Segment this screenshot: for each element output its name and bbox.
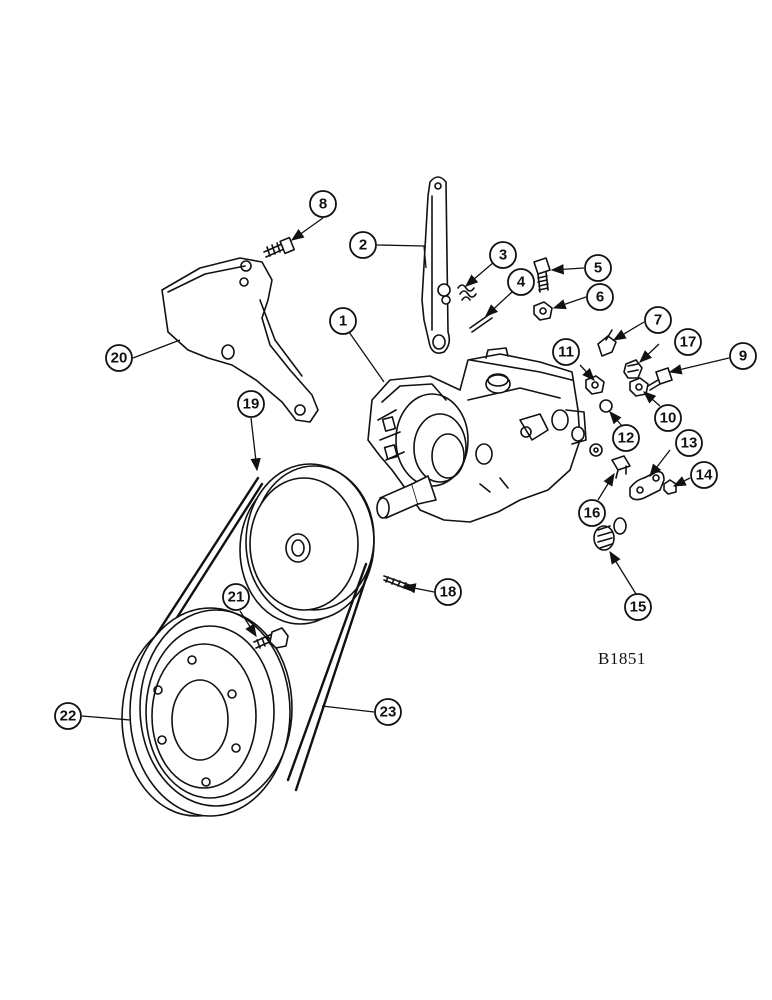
callout-21: 21 [222,583,250,611]
callout-7: 7 [644,306,672,334]
svg-text:4: 4 [517,274,526,291]
callout-1: 1 [329,307,357,335]
svg-text:7: 7 [654,312,662,329]
link-13 [629,470,665,501]
governor-housing [367,347,587,523]
stud-16 [611,455,631,479]
nut-6 [533,301,553,321]
figure-reference-code: B1851 [598,649,646,668]
bolt-9 [647,367,673,391]
svg-text:10: 10 [660,410,677,427]
callout-18: 18 [434,578,462,606]
svg-text:19: 19 [243,396,260,413]
callout-22: 22 [54,702,82,730]
svg-text:8: 8 [319,196,327,213]
callout-12: 12 [612,424,640,452]
svg-text:5: 5 [594,260,602,277]
leader-lines [81,217,730,721]
callout-4: 4 [507,268,535,296]
callout-8: 8 [309,190,337,218]
callout-5: 5 [584,254,612,282]
svg-text:9: 9 [739,348,747,365]
lever-arm [421,176,451,354]
callout-13: 13 [675,429,703,457]
pin-4 [469,313,493,333]
callout-6: 6 [586,283,614,311]
callout-9: 9 [729,342,757,370]
svg-text:15: 15 [630,599,647,616]
svg-text:1: 1 [339,313,347,330]
callout-16: 16 [578,499,606,527]
svg-text:13: 13 [681,435,698,452]
cap-15 [593,517,627,551]
callout-20: 20 [105,344,133,372]
svg-text:16: 16 [584,505,601,522]
svg-text:21: 21 [228,589,245,606]
svg-text:18: 18 [440,584,457,601]
bolt-5 [533,257,551,293]
callout-10: 10 [654,404,682,432]
callout-14: 14 [690,461,718,489]
drive-belt [138,476,374,792]
callout-15: 15 [624,593,652,621]
mounting-bracket [161,257,319,423]
callout-17: 17 [674,328,702,356]
washer-12 [589,399,613,457]
svg-text:2: 2 [359,237,367,254]
callout-19: 19 [237,390,265,418]
governor-pulley [239,463,375,625]
spring-3 [457,284,477,301]
nut-14 [663,479,677,495]
bolt-21 [253,627,289,649]
svg-text:14: 14 [696,467,713,484]
crank-pulley [121,607,293,817]
svg-text:20: 20 [111,350,128,367]
callout-23: 23 [374,698,402,726]
callout-3: 3 [489,241,517,269]
callout-11: 11 [552,338,580,366]
svg-text:12: 12 [618,430,635,447]
nut-11 [585,375,605,395]
svg-text:11: 11 [558,344,574,361]
pin-18 [383,575,413,591]
fitting-17 [623,359,643,379]
svg-text:22: 22 [60,708,77,725]
bolt-8 [263,236,296,258]
svg-text:6: 6 [596,289,604,306]
svg-text:17: 17 [680,334,697,351]
fitting-7 [597,329,617,357]
callout-2: 2 [349,231,377,259]
svg-text:3: 3 [499,247,507,264]
svg-text:23: 23 [380,704,397,721]
